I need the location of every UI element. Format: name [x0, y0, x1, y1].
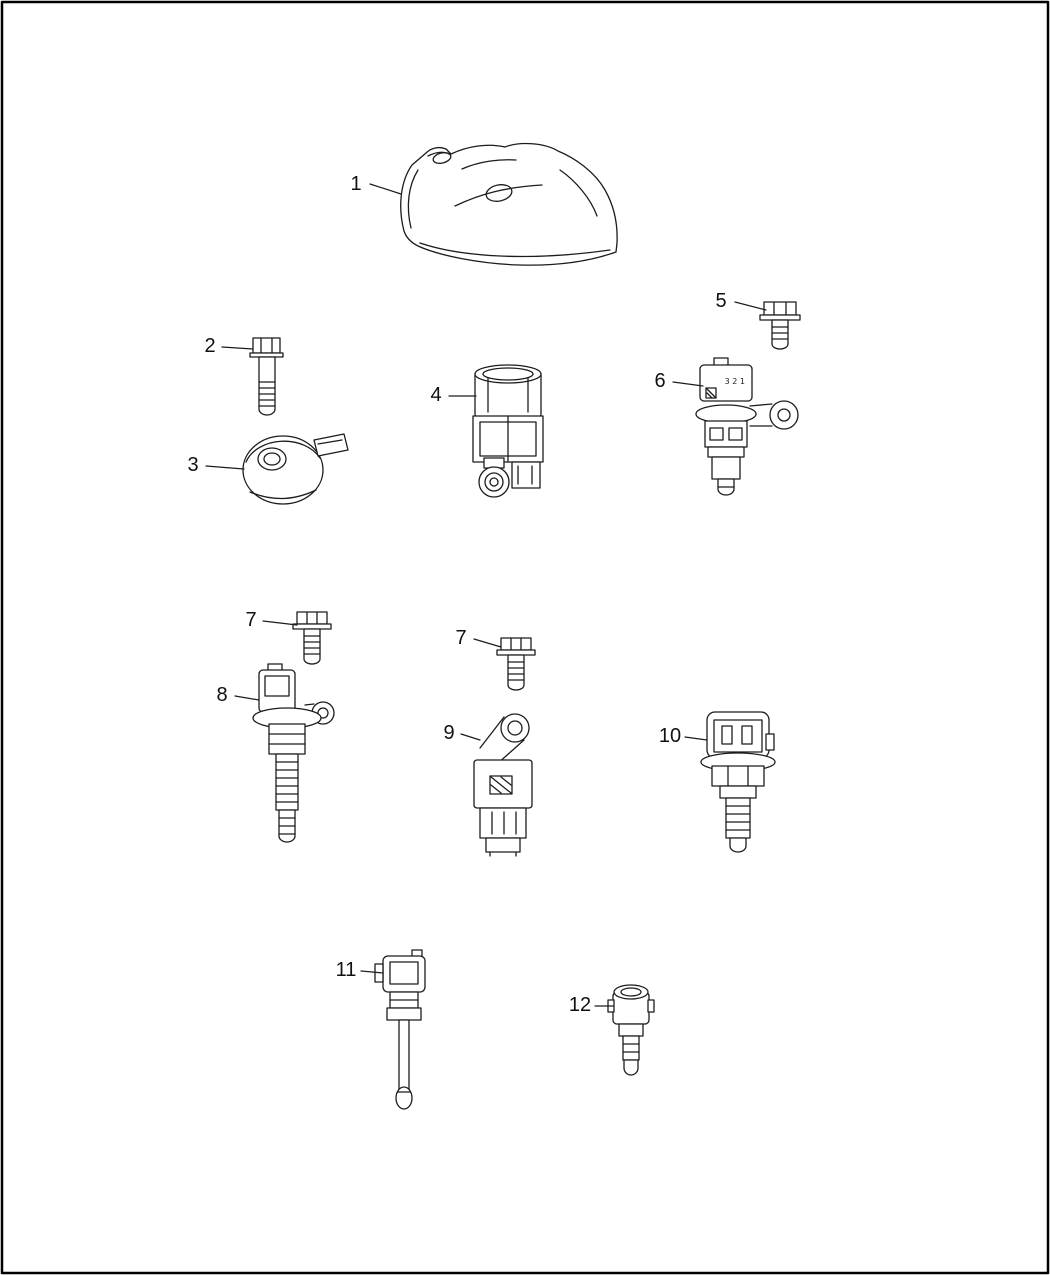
callout-4-label: 4	[430, 384, 441, 406]
callout-6: 6	[654, 370, 704, 392]
part-temperature-switch-sensor-illustration	[607, 984, 655, 1076]
callout-8-label: 8	[216, 684, 227, 706]
callout-9-label: 9	[443, 722, 454, 744]
part-bracket-sensor-illustration	[473, 713, 533, 857]
part-map-sensor-illustration	[472, 364, 544, 498]
part-camshaft-sensor-illustration: 3 2 1	[695, 357, 799, 496]
callout-7b: 7	[455, 627, 502, 649]
callout-8: 8	[216, 684, 260, 706]
part-acoustic-cover-illustration	[400, 142, 618, 266]
callout-9: 9	[443, 722, 481, 744]
callout-11-leader	[360, 970, 384, 974]
callout-11-label: 11	[336, 959, 357, 981]
callout-2-leader	[221, 346, 254, 350]
callout-10-label: 10	[659, 725, 681, 747]
callout-7b-leader	[473, 638, 502, 648]
callout-7a-label: 7	[245, 609, 256, 631]
callout-2-label: 2	[204, 335, 215, 357]
callout-5-leader	[734, 301, 767, 311]
callout-9-leader	[460, 733, 481, 741]
part-oil-pressure-sensor-illustration	[700, 711, 776, 853]
callout-4: 4	[430, 384, 477, 406]
callout-6-leader	[672, 381, 704, 387]
callout-7b-label: 7	[455, 627, 466, 649]
callout-1-label: 1	[350, 173, 361, 195]
part-bolt-flange-illustration	[759, 301, 801, 350]
callout-8-leader	[234, 695, 260, 701]
callout-3: 3	[187, 454, 245, 476]
cam-sensor-pin-marking: 3 2 1	[725, 377, 745, 386]
callout-3-leader	[205, 465, 245, 470]
callout-10: 10	[659, 725, 708, 747]
callout-7a: 7	[245, 609, 298, 631]
part-knock-sensor-illustration	[242, 433, 349, 505]
part-bolt-hex-flange-b-illustration	[496, 637, 536, 691]
part-crankshaft-sensor-illustration	[252, 663, 335, 843]
callout-3-label: 3	[187, 454, 198, 476]
callout-11: 11	[336, 959, 384, 981]
callout-12: 12	[569, 994, 614, 1016]
callouts-layer: 1 2 3 4 5 6 7 7	[187, 173, 767, 1016]
callout-7a-leader	[262, 620, 298, 626]
callout-6-label: 6	[654, 370, 665, 392]
part-temperature-probe-sensor-illustration	[374, 949, 426, 1110]
callout-12-label: 12	[569, 994, 591, 1016]
part-bolt-hex-flange-a-illustration	[292, 611, 332, 665]
callout-5-label: 5	[715, 290, 726, 312]
callout-1: 1	[350, 173, 402, 195]
callout-2: 2	[204, 335, 254, 357]
part-bolt-long-illustration	[249, 337, 284, 416]
callout-1-leader	[369, 183, 402, 195]
callout-5: 5	[715, 290, 767, 312]
callout-10-leader	[684, 736, 708, 741]
